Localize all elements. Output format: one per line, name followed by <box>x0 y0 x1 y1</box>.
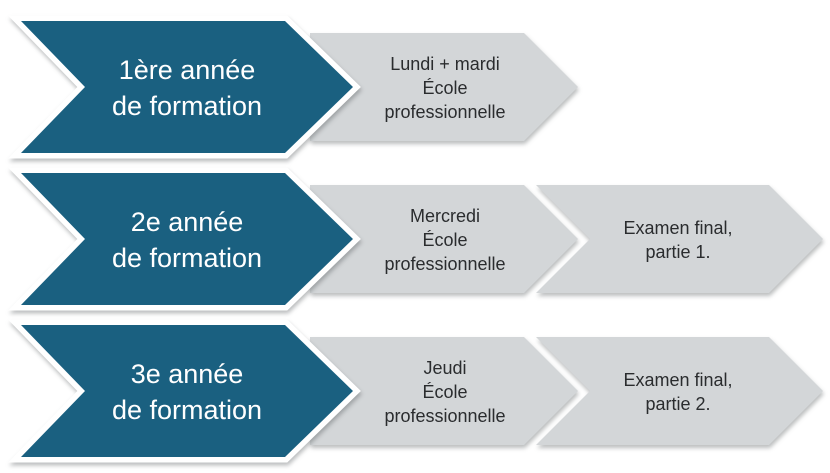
stage-arrow <box>8 15 361 159</box>
stage-arrow-body <box>21 173 353 305</box>
step-label-line: Mercredi <box>409 206 481 226</box>
stage-arrow-body <box>21 325 353 457</box>
row-2-shapes <box>8 167 823 311</box>
stage-label-year-1: 1ère année de formation <box>112 52 262 124</box>
step-label-line: École <box>422 78 468 98</box>
step-arrow <box>536 337 823 445</box>
step-arrow <box>310 33 578 141</box>
stage-label-line: 1ère année <box>118 55 256 85</box>
step-label-line: partie 2. <box>645 394 711 414</box>
stage-label-line: de formation <box>111 243 263 273</box>
step-label-year-2-school: Mercredi École professionnelle <box>384 204 505 276</box>
step-label-year-3-school: Jeudi École professionnelle <box>384 356 505 428</box>
step-label-line: Examen final, <box>623 370 733 390</box>
step-label-line: professionnelle <box>384 406 506 426</box>
step-label-line: professionnelle <box>384 102 506 122</box>
step-label-line: Examen final, <box>623 218 733 238</box>
step-label-year-3-exam: Examen final, partie 2. <box>623 368 732 416</box>
step-label-line: partie 1. <box>645 242 711 262</box>
stage-label-line: 2e année <box>130 207 244 237</box>
step-label-year-1-school: Lundi + mardi École professionnelle <box>384 52 505 124</box>
step-arrow <box>310 185 578 293</box>
stage-label-year-2: 2e année de formation <box>112 204 262 276</box>
step-arrow <box>536 185 823 293</box>
stage-label-line: de formation <box>111 91 263 121</box>
stage-arrow <box>8 319 361 463</box>
row-3-shapes <box>8 319 823 463</box>
step-label-line: Lundi + mardi <box>390 54 500 74</box>
step-label-line: École <box>422 382 468 402</box>
row-1-shapes <box>8 15 578 159</box>
stage-label-year-3: 3e année de formation <box>112 356 262 428</box>
step-label-line: Jeudi <box>423 358 467 378</box>
stage-arrow <box>8 167 361 311</box>
step-label-line: professionnelle <box>384 254 506 274</box>
step-arrow <box>310 337 578 445</box>
stage-label-line: 3e année <box>130 359 244 389</box>
stage-label-line: de formation <box>111 395 263 425</box>
step-label-line: École <box>422 230 468 250</box>
step-label-year-2-exam: Examen final, partie 1. <box>623 216 732 264</box>
stage-arrow-body <box>21 21 353 153</box>
